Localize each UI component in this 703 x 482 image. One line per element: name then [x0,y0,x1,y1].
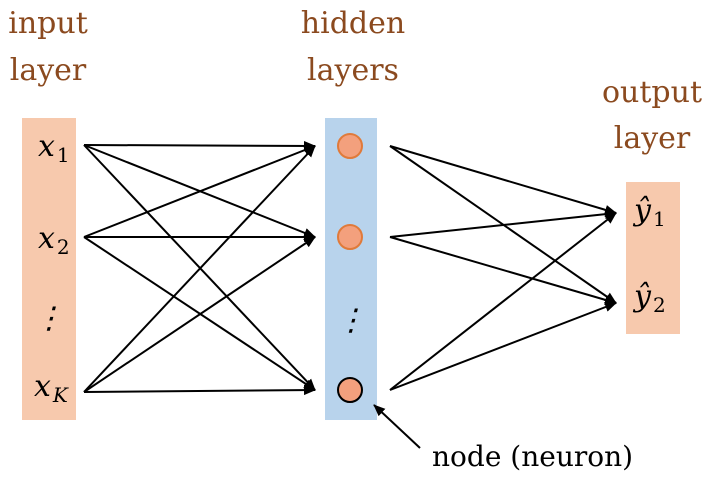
output-y1-sub: 1 [653,207,666,231]
input-xk-base: x [34,369,51,404]
hidden-ellipsis: ⋮ [336,303,366,338]
output-y2-sub: 2 [653,293,666,317]
edge-h2-y1 [389,209,617,238]
edge-h3-y1 [389,212,617,391]
output-y1-base: ŷ [632,193,652,228]
hidden-layer-title-line1: hidden [301,6,405,41]
input-x2-base: x [38,221,55,256]
hidden-node-2 [337,224,363,250]
output-layer-box [626,182,680,334]
input-layer-title-line1: input [8,6,88,41]
input-ellipsis: ⋮ [34,301,64,336]
edge-x1-h1 [83,140,316,151]
edge-h1-y1 [389,145,617,215]
input-x1-sub: 1 [57,143,70,167]
edge-xk-h3 [83,385,316,396]
hidden-node-3 [337,377,363,403]
edge-h2-y2 [389,236,617,305]
annotation-label: node (neuron) [432,440,633,473]
hidden-output-connections [389,145,617,391]
hidden-layer-box [325,118,377,420]
input-x1-base: x [38,129,55,164]
edge-x2-h1 [83,145,316,238]
edge-xk-h2 [83,236,316,393]
edge-x1-h3 [83,144,316,391]
hidden-layer-title-line2: layers [307,53,399,88]
input-layer-title-line2: layer [10,53,87,88]
output-layer-title-line1: output [602,75,702,110]
input-hidden-connections [83,140,316,396]
output-layer-title-line2: layer [614,121,691,156]
annotation-arrow [373,404,421,449]
hidden-node-1 [337,133,363,159]
input-xk-sub: K [52,383,69,407]
edge-h3-y2 [389,302,617,391]
output-y2-base: ŷ [632,279,652,314]
input-x2-sub: 2 [57,235,70,259]
edge-xk-h1 [83,145,316,393]
input-layer-box [22,118,76,420]
